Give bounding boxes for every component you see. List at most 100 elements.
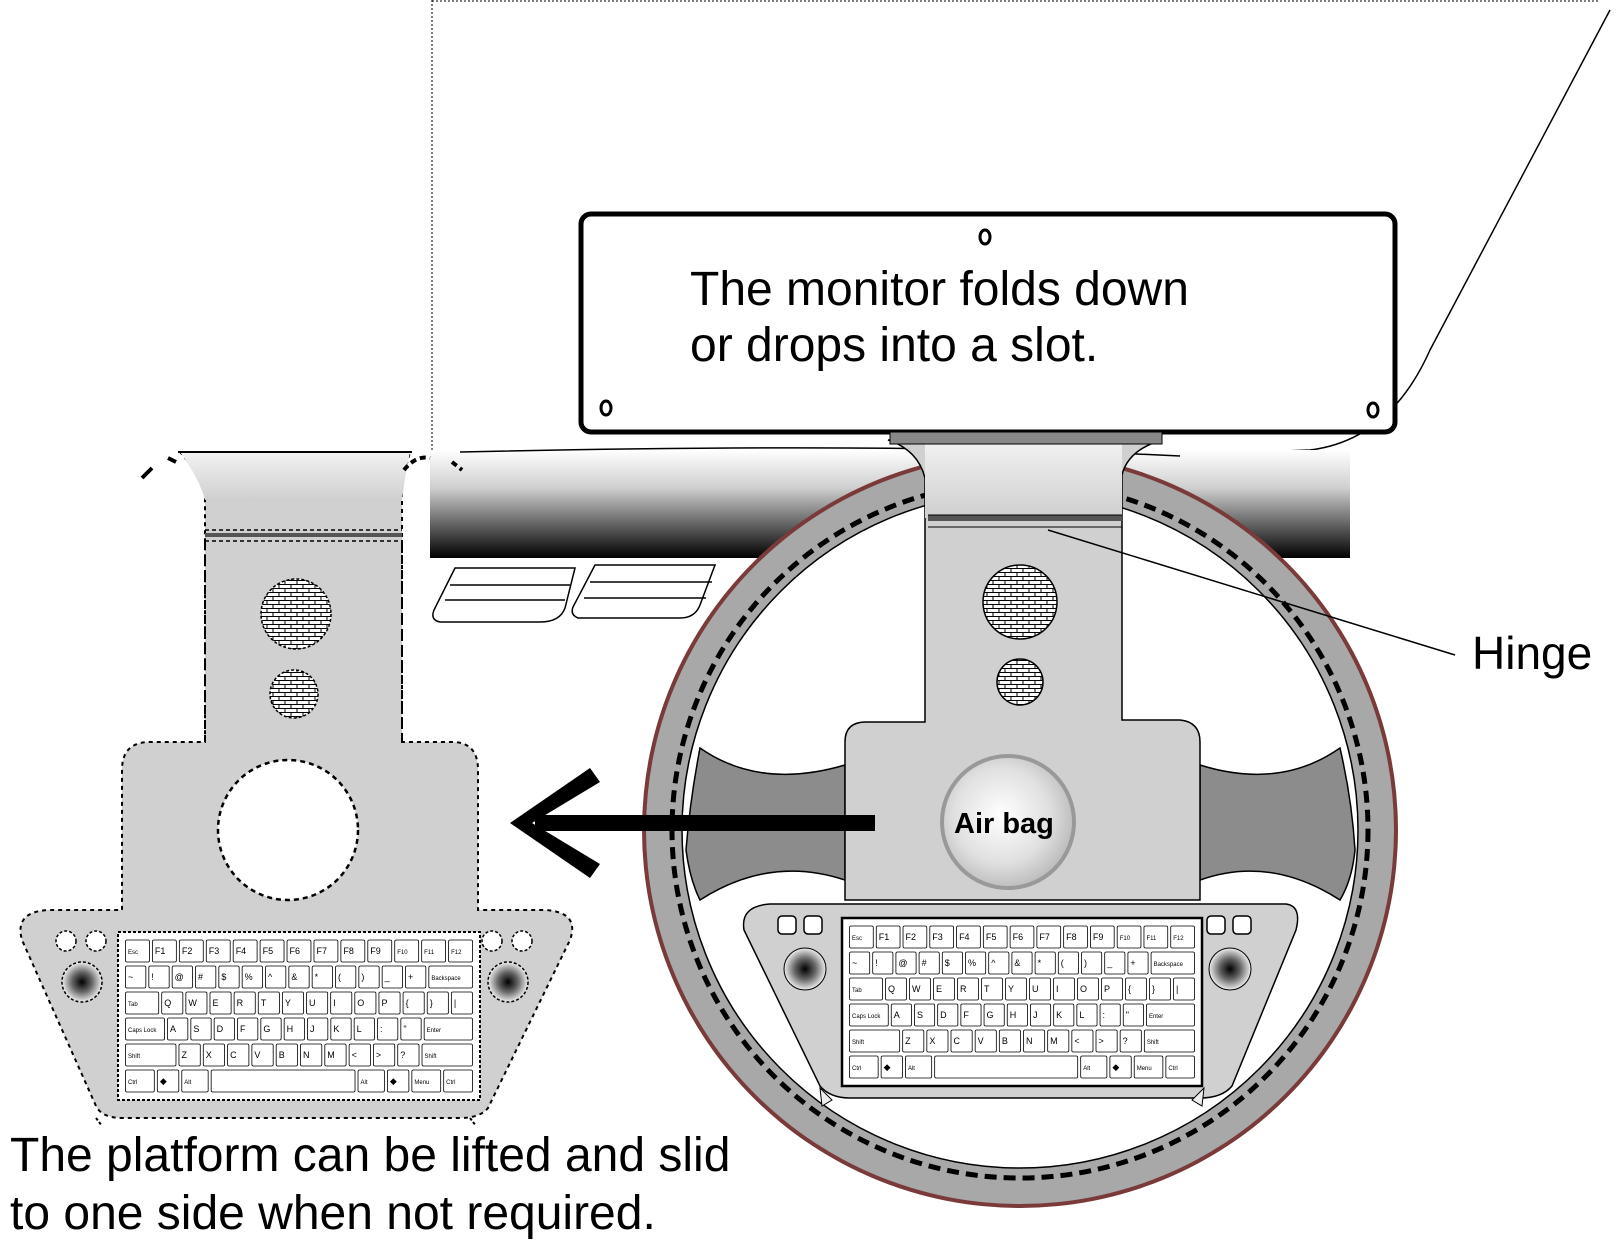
keyboard-key-label: Ctrl [852,1066,861,1072]
keyboard-key-label: F2 [906,932,917,942]
keyboard-key [1119,1029,1142,1053]
keyboard-key [895,951,917,975]
keyboard-key [1006,1003,1028,1027]
keyboard-key [1030,1003,1052,1027]
keyboard-key [890,1003,912,1027]
keyboard-key [1034,951,1056,975]
keyboard-key [167,1017,189,1041]
keyboard-key [373,1043,396,1067]
keyboard-key-label: Shift [425,1054,437,1060]
detached-speaker-large [260,578,332,650]
keyboard-key [1047,1029,1070,1053]
keyboard-key-label: T [984,984,990,994]
keyboard-key [914,1003,936,1027]
keyboard-key [307,1017,329,1041]
keyboard-key-label: Esc [128,950,138,956]
keyboard-key-label: % [245,972,253,982]
keyboard-key [1127,951,1149,975]
keyboard-key-label: F [963,1010,969,1020]
keyboard-key [354,991,377,1015]
keyboard-key-label: & [1014,958,1020,968]
keyboard-key [178,1043,201,1067]
keyboard-key [335,965,357,989]
keyboard-key-label: | [1176,984,1178,994]
keyboard-key [1076,1003,1098,1027]
keyboard-key-label: Shift [1147,1040,1159,1046]
keyboard-key [1077,977,1099,1001]
keyboard-key [950,1029,973,1053]
keyboard-key-label: R [237,998,244,1008]
monitor-screw-holes [599,228,1380,419]
keyboard-key [205,939,231,963]
keyboard-key-label: J [310,1024,315,1034]
keyboard-key-label: Caps Lock [128,1028,157,1034]
keyboard-key [849,977,883,1001]
keyboard-key-label: F7 [1039,932,1050,942]
keyboard-key-label: Ctrl [1168,1066,1177,1072]
keyboard-key [257,991,280,1015]
keyboard-key-label: Ctrl [128,1080,137,1086]
keyboard-key [957,977,979,1001]
keyboard-key-label: ) [1084,958,1087,968]
keyboard-key [1011,951,1033,975]
keyboard-key-label: ◆ [160,1076,167,1086]
keyboard-key-label: ? [1123,1036,1128,1046]
keyboard-key [1104,951,1126,975]
keyboard-key-label: " [1126,1010,1129,1020]
keyboard-key [426,991,449,1015]
keyboard-key-label: F6 [1013,932,1024,942]
keyboard-key [421,939,446,963]
keyboard-key [286,939,312,963]
keyboard-key [178,939,204,963]
keyboard-key [394,939,420,963]
keyboard-key-label: ( [338,972,341,982]
keyboard-key [875,925,901,949]
keyboard-key-label: > [1099,1036,1104,1046]
keyboard-key [265,965,287,989]
keyboard-key [237,1017,259,1041]
keyboard-key [1090,925,1115,949]
keyboard-key-label: U [1032,984,1039,994]
keyboard-key-label: F3 [932,932,943,942]
keyboard-key [1071,1029,1094,1053]
keyboard-key-label: ! [875,958,878,968]
keyboard-key [885,977,907,1001]
hinge-leader-line [1047,529,1456,656]
keyboard-key [340,939,366,963]
keyboard-key-label: H [287,1024,294,1034]
keyboard-key [1143,925,1169,949]
keyboard-key-label: O [1080,984,1087,994]
keyboard-key [125,1017,165,1041]
keyboard-key-label: F9 [370,946,381,956]
keyboard-key-label: | [454,998,456,1008]
keyboard-key-label: B [1002,1036,1008,1046]
keyboard-key [397,1043,420,1067]
keyboard-key-label: ? [400,1050,405,1060]
keyboard-key-label: Menu [414,1080,429,1086]
keyboard-key [849,1055,879,1079]
keyboard-key-label: W [912,984,921,994]
keyboard-key [849,925,874,949]
keyboard-key-label: @ [175,972,184,982]
keyboard-key-label: } [1152,984,1155,994]
keyboard-key-label: } [430,998,433,1008]
keyboard-key [941,951,963,975]
wheel-platform-buttons [777,915,1252,935]
keyboard-key [1101,977,1123,1001]
keyboard-key [1009,925,1035,949]
keyboard-key-label: Enter [1149,1014,1163,1020]
keyboard-key [210,1069,356,1093]
keyboard-key-label: Q [164,998,171,1008]
keyboard-key-label: K [333,1024,339,1034]
keyboard-key-label: F4 [236,946,247,956]
keyboard-key-label: F9 [1093,932,1104,942]
keyboard-key [905,1055,933,1079]
keyboard-key [386,1069,410,1093]
keyboard-key [937,1003,959,1027]
keyboard-key [448,939,473,963]
keyboard-key-label: # [198,972,203,982]
keyboard-key [1122,1003,1144,1027]
monitor-caption-line-2: or drops into a slot. [690,319,1099,372]
